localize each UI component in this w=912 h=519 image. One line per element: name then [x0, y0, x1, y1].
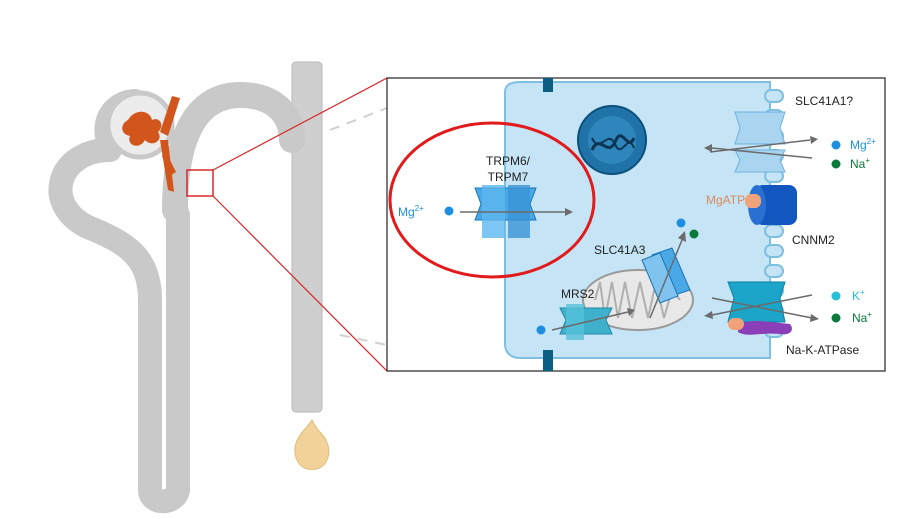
atpase-arrow-k — [711, 294, 813, 316]
callout-line-top — [212, 77, 388, 171]
ion-dot-icon — [444, 206, 454, 216]
slc41a1-exchanger[interactable] — [734, 111, 786, 173]
label-slc41a3: SLC41A3 — [594, 243, 646, 257]
guide-line-1 — [329, 107, 388, 131]
ion-dot-icon — [676, 218, 686, 228]
ion-dot-icon — [831, 159, 841, 169]
distal-tubule — [162, 81, 305, 223]
cnnm2-transporter[interactable] — [745, 185, 797, 225]
label-mg-left: Mg2+ — [398, 204, 424, 219]
guide-line-2 — [339, 334, 388, 346]
label-cnnm2: CNNM2 — [792, 233, 835, 247]
atpase-arrow-na — [711, 297, 813, 319]
mrs2-arrow — [551, 311, 629, 331]
label-slc41a1: SLC41A1? — [795, 94, 853, 108]
collecting-duct-drop — [294, 419, 330, 470]
nephron — [48, 61, 388, 514]
glomerulus — [122, 96, 180, 192]
focus-circle — [388, 121, 596, 279]
label-atpase-na: Na+ — [852, 310, 872, 325]
ion-dot-icon — [536, 325, 546, 335]
tubule-focus-box — [186, 169, 214, 197]
label-trpm6: TRPM6/ — [486, 154, 531, 168]
nucleus-icon — [577, 105, 647, 175]
slc41a3-arrow — [649, 239, 683, 319]
mgatp-molecule — [745, 194, 761, 208]
ion-dot-icon — [831, 140, 841, 150]
label-na-k-atpase: Na-K-ATPase — [786, 343, 859, 357]
na-k-atpase[interactable] — [727, 281, 792, 335]
slc41a1-arrow-in — [711, 147, 813, 159]
label-mgatp: MgATP — [706, 193, 745, 207]
proximal-tubule — [48, 138, 190, 514]
mrs2-channel[interactable] — [559, 304, 613, 340]
label-slc41a1-mg: Mg2+ — [850, 137, 876, 152]
label-slc41a1-na: Na+ — [850, 156, 870, 171]
label-mrs2: MRS2 — [561, 287, 595, 301]
label-trpm7: TRPM7 — [488, 170, 529, 184]
cell-panel: TRPM6/ TRPM7 Mg2+ SLC41A1? Mg2+ Na+ MgAT… — [386, 77, 886, 372]
label-atpase-k: K+ — [852, 288, 865, 303]
ion-dot-icon — [831, 291, 841, 301]
callout-line-bottom — [212, 195, 388, 372]
ion-dot-icon — [689, 229, 699, 239]
ion-dot-icon — [831, 313, 841, 323]
